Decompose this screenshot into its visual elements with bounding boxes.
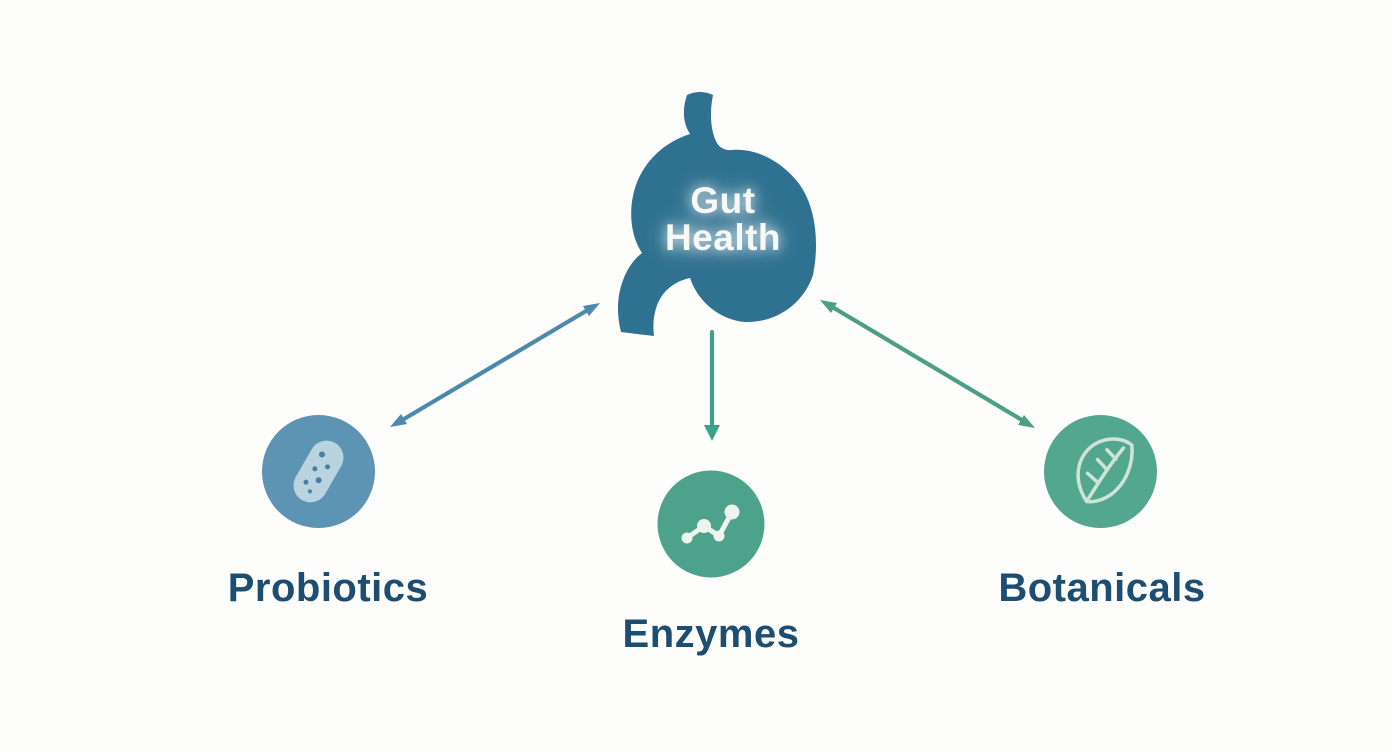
arrow-line	[831, 305, 1025, 423]
enzymes-circle	[657, 470, 765, 578]
center-label-line-2: Health	[664, 217, 782, 258]
botanicals-circle	[1044, 415, 1157, 528]
arrow-gut-to-enzymes	[704, 329, 720, 441]
probiotic-capsule-icon	[293, 440, 344, 503]
probiotic-dots	[303, 451, 331, 494]
arrowhead-up-icon	[583, 303, 600, 316]
arrow-line	[401, 308, 589, 422]
arrowhead-down-icon	[704, 425, 720, 441]
stomach-icon	[617, 92, 817, 336]
arrowhead-up-icon	[820, 300, 837, 313]
enzyme-molecule-icon	[681, 504, 740, 544]
node-botanicals	[1044, 415, 1157, 528]
arrowhead-down-icon	[390, 414, 407, 427]
center-node	[617, 92, 817, 336]
center-node-label: Gut Health	[613, 182, 833, 256]
probiotics-label: Probiotics	[227, 566, 429, 610]
arrow-gut-to-probiotics	[390, 303, 600, 427]
arrowhead-down-icon	[1018, 415, 1035, 428]
node-probiotics	[262, 415, 375, 528]
center-label-line-1: Gut	[690, 180, 756, 221]
node-enzymes	[657, 470, 765, 578]
botanical-leaf-icon	[1076, 437, 1134, 504]
botanicals-label: Botanicals	[998, 566, 1206, 610]
enzymes-label: Enzymes	[622, 612, 800, 656]
arrow-gut-to-botanicals	[820, 300, 1035, 428]
molecule-atoms	[681, 504, 740, 544]
